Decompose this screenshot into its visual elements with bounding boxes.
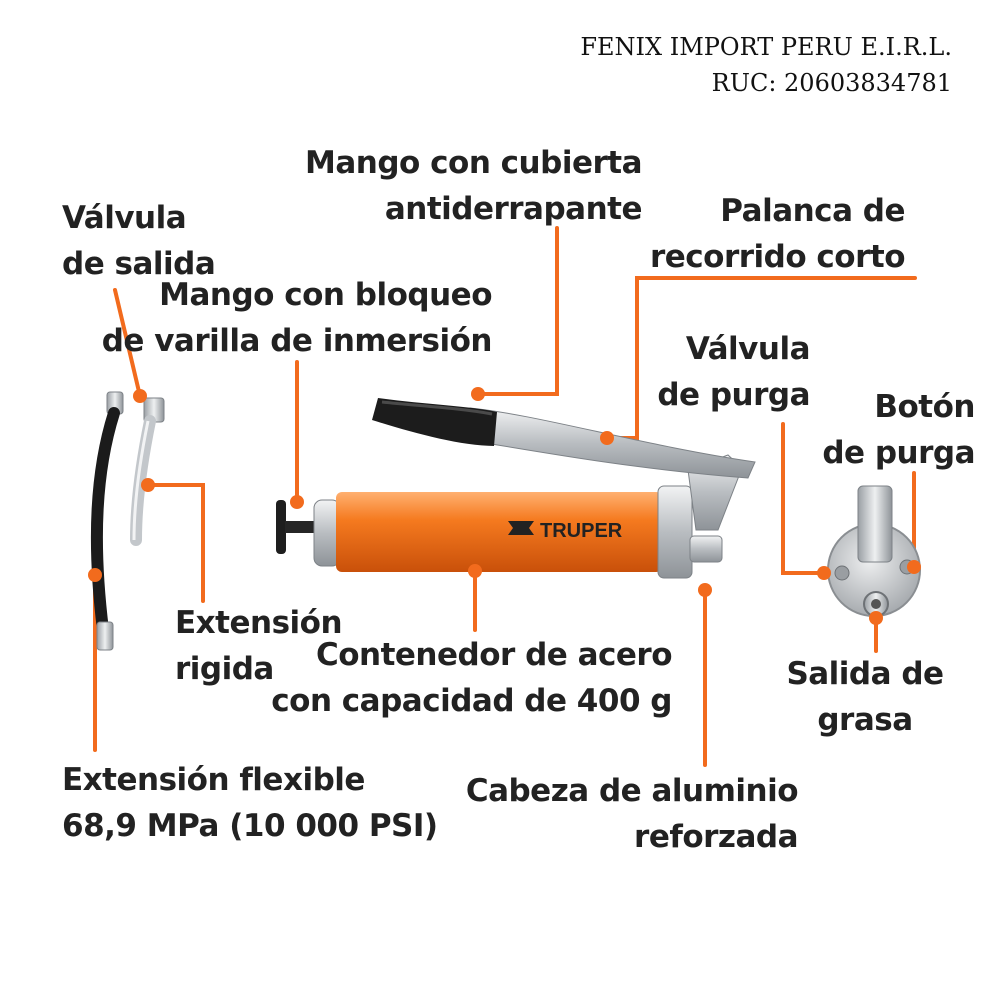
label-palanca-line2: recorrido corto (649, 239, 906, 275)
plunger-t-handle (276, 500, 286, 554)
label-extension-flexible-line2: 68,9 MPa (10 000 PSI) (62, 808, 438, 844)
hose (90, 407, 120, 636)
label-extension-flexible-line1: Extensión flexible (62, 762, 365, 798)
plunger-rod (285, 521, 321, 533)
truper-logo-text: TRUPER (540, 520, 623, 542)
label-salida-grasa-line2: grasa (817, 702, 913, 738)
rubber-grip (372, 398, 497, 446)
label-boton-purga: Botón de purga (822, 384, 975, 476)
dot-mango-cubierta (471, 387, 485, 401)
label-mango-cubierta-line2: antiderrapante (384, 191, 643, 227)
label-valvula-purga-line2: de purga (657, 377, 810, 413)
label-boton-purga-line2: de purga (822, 435, 975, 471)
label-mango-bloqueo: Mango con bloqueo de varilla de inmersió… (101, 272, 493, 364)
label-salida-grasa: Salida de grasa (785, 651, 945, 743)
label-mango-cubierta: Mango con cubierta antiderrapante (305, 140, 642, 232)
truper-logo: TRUPER (508, 520, 623, 542)
dot-valvula-salida (133, 389, 147, 403)
label-contenedor: Contenedor de acero con capacidad de 400… (271, 632, 672, 724)
label-valvula-salida: Válvula de salida (62, 195, 216, 287)
dot-extension-flexible (88, 568, 102, 582)
leader-valvula-purga (781, 422, 826, 575)
dot-mango-bloqueo (290, 495, 304, 509)
company-name: FENIX IMPORT PERU E.I.R.L. (580, 33, 952, 61)
label-valvula-purga-line1: Válvula (685, 331, 811, 367)
head-lever-mount (857, 485, 893, 563)
label-palanca-line1: Palanca de (720, 193, 905, 229)
label-mango-cubierta-line1: Mango con cubierta (305, 145, 642, 181)
dot-valvula-purga (817, 566, 831, 580)
label-valvula-salida-line2: de salida (62, 246, 216, 282)
dot-palanca (600, 431, 614, 445)
rigid-extension (130, 397, 165, 546)
leader-dots (88, 387, 921, 625)
label-cabeza-line1: Cabeza de aluminio (465, 773, 799, 809)
label-contenedor-line2: con capacidad de 400 g (271, 683, 672, 719)
company-ruc: RUC: 20603834781 (711, 69, 952, 97)
label-contenedor-line1: Contenedor de acero (315, 637, 673, 673)
label-extension-rigida: Extensión rigida (175, 600, 343, 692)
label-cabeza-line2: reforzada (634, 819, 798, 855)
grease-gun: TRUPER (276, 398, 756, 579)
purge-valve (834, 565, 850, 581)
dot-salida-grasa (869, 611, 883, 625)
label-boton-purga-line1: Botón (874, 389, 975, 425)
dot-contenedor (468, 564, 482, 578)
dot-extension-rigida (141, 478, 155, 492)
leader-mango-cubierta (476, 226, 559, 396)
outlet-nozzle (689, 535, 723, 563)
head-detail (827, 485, 921, 617)
leader-valvula-salida (113, 288, 142, 398)
aluminum-head (657, 485, 693, 579)
flexible-extension (90, 391, 124, 651)
dot-cabeza (698, 583, 712, 597)
label-extension-rigida-line1: Extensión (175, 605, 343, 641)
steel-barrel (336, 492, 662, 572)
label-extension-flexible: Extensión flexible 68,9 MPa (10 000 PSI) (62, 757, 438, 849)
dot-boton-purga (907, 560, 921, 574)
label-mango-bloqueo-line1: Mango con bloqueo (159, 277, 492, 313)
label-extension-rigida-line2: rigida (175, 651, 274, 687)
rigid-tube (130, 415, 156, 546)
leader-extension-rigida (146, 483, 205, 603)
label-salida-grasa-line1: Salida de (786, 656, 944, 692)
label-cabeza: Cabeza de aluminio reforzada (465, 768, 799, 860)
label-valvula-purga: Válvula de purga (657, 326, 810, 418)
label-mango-bloqueo-line2: de varilla de inmersión (101, 323, 493, 359)
label-valvula-salida-line1: Válvula (62, 200, 187, 236)
label-palanca: Palanca de recorrido corto (649, 188, 906, 280)
hose-coupler-bottom (96, 621, 114, 651)
